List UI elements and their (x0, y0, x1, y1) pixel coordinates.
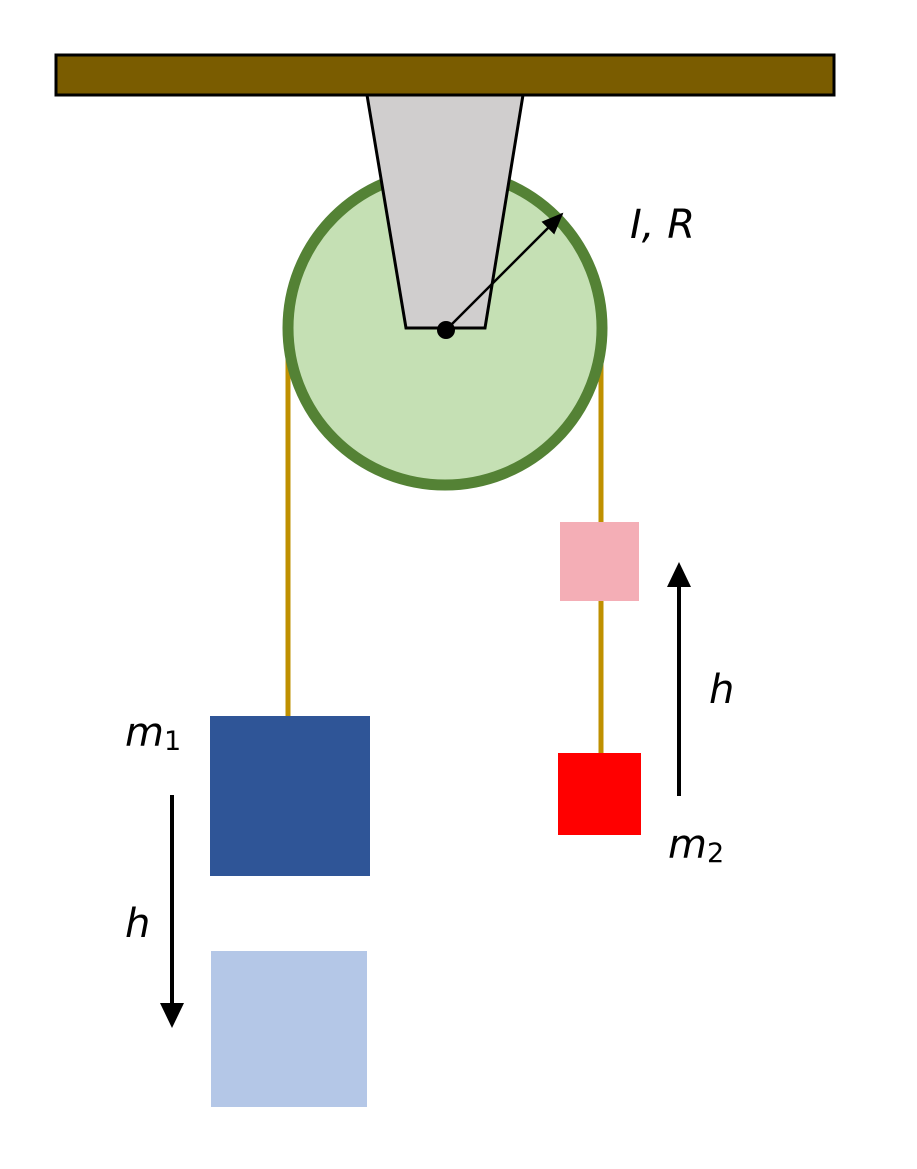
pulley-bracket (365, 93, 525, 330)
pulley-label: I, R (630, 202, 695, 248)
mass1-final-position (211, 951, 367, 1107)
pulley-axle (437, 321, 455, 339)
height-label-left: h (125, 901, 150, 947)
mass1-label-symbol: m (125, 710, 164, 756)
mass2-label: m2 (668, 822, 724, 869)
height-arrow-up-head (667, 562, 691, 587)
height-arrow-down-head (160, 1003, 184, 1028)
height-label-right: h (709, 667, 734, 713)
mass1-block (210, 716, 370, 876)
ceiling-beam (54, 53, 836, 97)
mass1-label-subscript: 1 (164, 726, 181, 757)
mass1-label: m1 (125, 710, 181, 757)
mass2-final-position (560, 522, 639, 601)
mass2-label-subscript: 2 (707, 838, 724, 869)
mass2-label-symbol: m (668, 822, 707, 868)
mass2-block (558, 753, 641, 835)
radius-arrow (445, 212, 564, 331)
